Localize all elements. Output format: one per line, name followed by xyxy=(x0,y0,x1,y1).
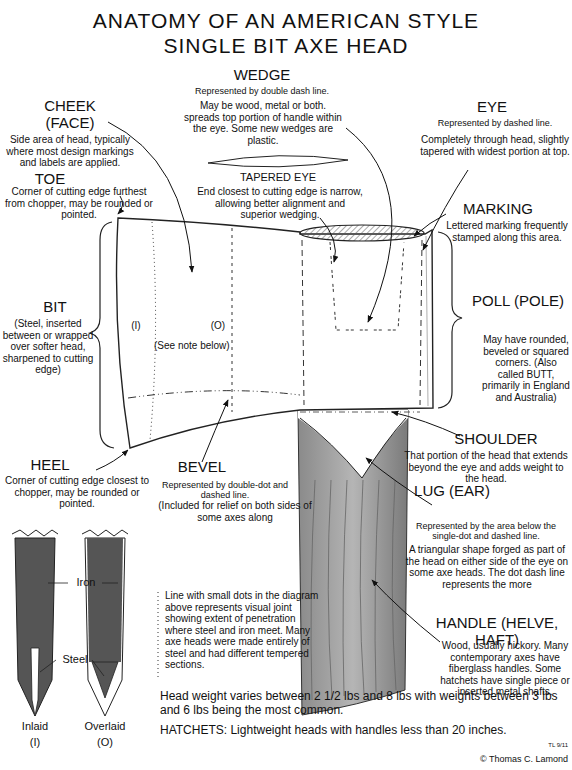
part-name: POLL (POLE) xyxy=(472,292,564,309)
part-note: May have rounded, beveled or squared cor… xyxy=(482,334,570,403)
part-name: EYE xyxy=(462,98,522,115)
part-name: MARKING xyxy=(448,200,548,217)
part-name: SHOULDER xyxy=(440,430,552,447)
part-note: Represented by double dash line. xyxy=(190,86,334,96)
copyright: © Thomas C. Lamond xyxy=(420,754,568,764)
part-note: (Steel, inserted between or wrapped over… xyxy=(2,318,94,376)
part-note: May be wood, metal or both. spreads top … xyxy=(182,100,344,146)
handle xyxy=(298,410,408,715)
part-name: TAPERED EYE xyxy=(218,171,338,184)
part-note: A triangular shape forged as part of the… xyxy=(404,544,570,590)
part-name: Steel xyxy=(56,653,94,666)
part-note: That portion of the head that extends be… xyxy=(402,450,570,485)
callout-number: (I) xyxy=(20,736,50,749)
part-name: BEVEL xyxy=(160,458,244,475)
part-note: Represented by dashed line. xyxy=(430,118,560,128)
part-name: LUG (EAR) xyxy=(412,482,492,499)
part-note: Wood, usually hickory. Many contemporary… xyxy=(440,640,570,698)
footnote: Head weight varies between 2 1/2 lbs and… xyxy=(160,690,560,718)
part-note: Corner of cutting edge furthest from cho… xyxy=(4,186,154,221)
part-name: BIT xyxy=(30,298,80,315)
part-note: Represented by double-dot and dashed lin… xyxy=(150,480,300,501)
callout-number: (O) xyxy=(206,320,230,332)
revision-mark: TL 9/11 xyxy=(528,742,568,749)
part-note: Lettered marking frequently stamped alon… xyxy=(446,220,568,243)
part-note: End closest to cutting edge is narrow, a… xyxy=(196,186,364,221)
part-name: TOE xyxy=(25,170,75,187)
part-note: Side area of head, typically where most … xyxy=(2,134,138,169)
part-name: Iron xyxy=(68,576,104,589)
part-note: (See note below) xyxy=(154,340,250,352)
part-note: (Included for relief on both sides of so… xyxy=(155,500,315,523)
part-note: Line with small dots in the diagram abov… xyxy=(165,590,325,671)
callout-number: (I) xyxy=(124,320,148,332)
callout-number: (O) xyxy=(90,736,120,749)
part-note: Completely through head, slightly tapere… xyxy=(420,134,570,157)
part-name: Inlaid xyxy=(2,720,68,733)
part-name: Overlaid xyxy=(70,720,140,733)
axe-head xyxy=(117,218,434,448)
diagram-title: ANATOMY OF AN AMERICAN STYLE SINGLE BIT … xyxy=(66,8,506,58)
part-note: Corner of cutting edge closest to choppe… xyxy=(2,475,152,510)
footnote: HATCHETS: Lightweight heads with handles… xyxy=(160,724,560,738)
part-name: CHEEK (FACE) xyxy=(20,97,120,132)
part-note: Represented by the area below the single… xyxy=(404,521,568,542)
part-name: HEEL xyxy=(20,456,80,473)
part-name: WEDGE xyxy=(222,66,302,83)
